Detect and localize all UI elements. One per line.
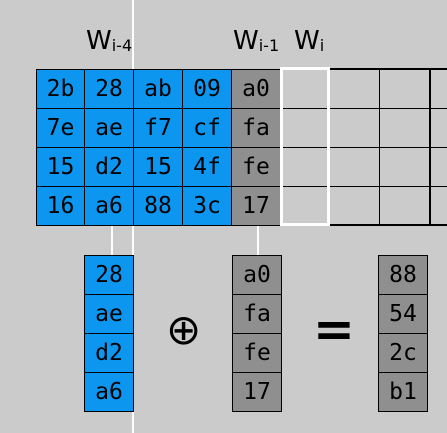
w-i-minus-1-cell: fa [232,294,282,334]
w-i-minus-1-cell: fe [232,333,282,373]
word-cell: a0 [231,69,281,109]
key-cell: 28 [84,69,134,109]
word-cell: fa [231,108,281,148]
grid-line [280,108,447,109]
w-i-minus-1-cell: a0 [232,255,282,295]
label-w-i: Wi [294,26,325,56]
w-i-result-cell: 2c [378,333,428,373]
word-cell: 17 [231,186,281,226]
label-w-i-minus-4: Wi-4 [86,26,133,56]
grid-line [280,68,447,70]
word-cell: fe [231,147,281,187]
grid-line [280,186,447,187]
label-w-i-minus-1: Wi-1 [233,26,280,56]
key-cell: ae [84,108,134,148]
key-cell: f7 [133,108,183,148]
guide-line-w-i-4 [111,226,113,256]
w-i-minus-1-cell: 17 [232,372,282,412]
key-cell: 88 [133,186,183,226]
w-i-result-cell: b1 [378,372,428,412]
key-cell: 09 [182,69,232,109]
key-cell: 15 [133,147,183,187]
key-cell: cf [182,108,232,148]
key-cell: 7e [36,108,85,148]
xor-operator: ⊕ [166,305,202,354]
key-cell: 4f [182,147,232,187]
key-cell: a6 [84,186,134,226]
grid-line [280,147,447,148]
key-cell: d2 [84,147,134,187]
w-i-minus-4-cell: 28 [84,255,134,295]
guide-line-w-i-1 [257,226,259,256]
w-i-minus-4-cell: ae [84,294,134,334]
w-i-minus-4-cell: a6 [84,372,134,412]
key-cell: 15 [36,147,85,187]
w-i-minus-4-cell: d2 [84,333,134,373]
w-i-result-cell: 54 [378,294,428,334]
key-cell: ab [133,69,183,109]
key-cell: 16 [36,186,85,226]
key-cell: 2b [36,69,85,109]
grid-line [429,68,431,226]
w-i-highlight [280,67,330,226]
grid-line [280,224,447,226]
key-cell: 3c [182,186,232,226]
grid-line [379,68,380,226]
w-i-result-cell: 88 [378,255,428,295]
equals-operator: = [313,300,355,358]
